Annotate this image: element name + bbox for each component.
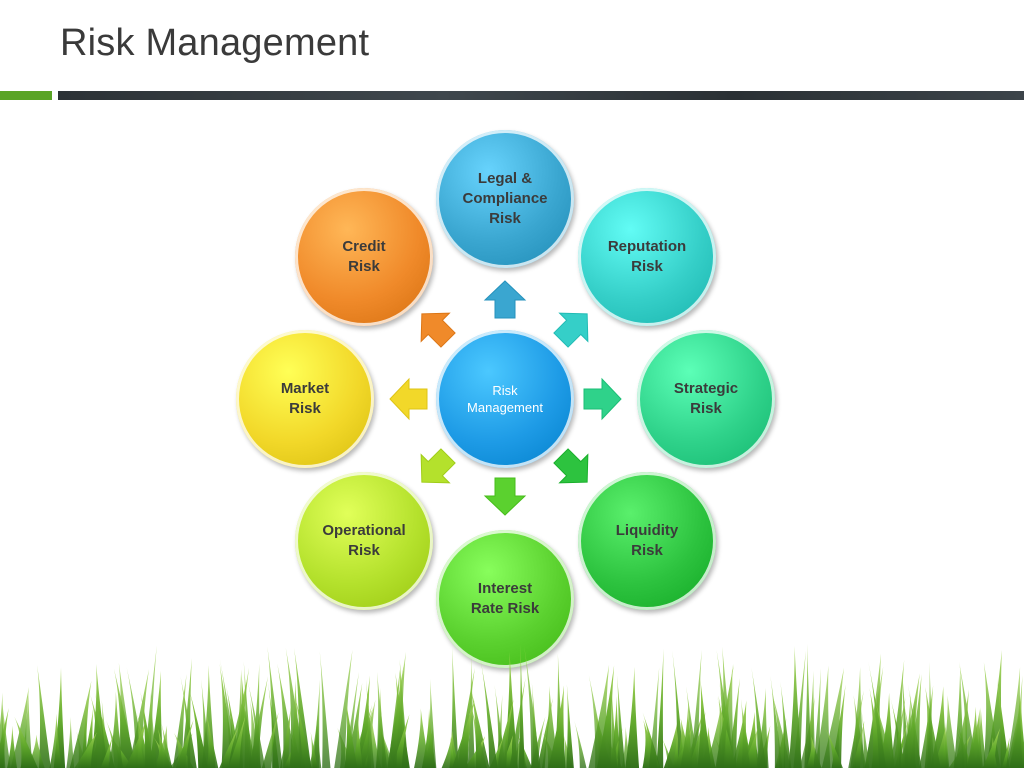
arrow-down-left-icon — [420, 448, 456, 484]
node-interest-rate-risk: Interest Rate Risk — [436, 530, 574, 668]
center-circle: Risk Management — [436, 330, 574, 468]
node-liquidity-risk: Liquidity Risk — [578, 472, 716, 610]
arrow-down-right-icon — [553, 448, 589, 484]
arrow-left-icon — [389, 377, 428, 421]
page-title: Risk Management — [60, 22, 370, 64]
arrow-down-icon — [483, 477, 527, 516]
node-operational-risk: Operational Risk — [295, 472, 433, 610]
node-reputation-risk: Reputation Risk — [578, 188, 716, 326]
arrow-up-left-icon — [420, 312, 456, 348]
node-label: Reputation Risk — [607, 238, 687, 275]
arrow-right-icon — [583, 377, 622, 421]
center-label: Risk Management — [467, 383, 543, 415]
node-label: Credit Risk — [342, 238, 386, 275]
grass-decoration — [0, 643, 1024, 768]
node-label: Operational Risk — [322, 522, 406, 559]
node-label: Legal & Compliance Risk — [462, 170, 548, 227]
arrow-up-icon — [483, 280, 527, 319]
node-legal-compliance-risk: Legal & Compliance Risk — [436, 130, 574, 268]
node-label: Strategic Risk — [673, 380, 739, 417]
node-label: Market Risk — [280, 380, 330, 417]
node-label: Interest Rate Risk — [470, 580, 540, 617]
title-accent-bar — [0, 91, 52, 100]
node-label: Liquidity Risk — [615, 522, 679, 559]
node-strategic-risk: Strategic Risk — [637, 330, 775, 468]
node-market-risk: Market Risk — [236, 330, 374, 468]
node-credit-risk: Credit Risk — [295, 188, 433, 326]
arrow-up-right-icon — [553, 312, 589, 348]
title-divider-bar — [58, 91, 1024, 100]
